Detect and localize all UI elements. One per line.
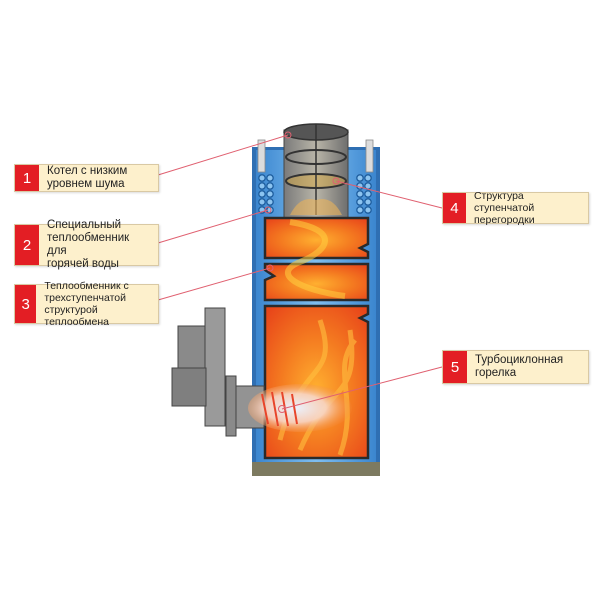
- callout-3: 3 Теплообменник с трехступенчатой структ…: [14, 280, 159, 328]
- callout-number: 5: [443, 351, 467, 383]
- coil-tubes-left: [258, 174, 274, 214]
- callout-number: 4: [443, 193, 466, 223]
- callout-number: 3: [15, 285, 37, 323]
- flue-smoke: [290, 199, 342, 215]
- callout-4: 4 Структура ступенчатой перегородки: [442, 190, 589, 226]
- leader-line-4: [335, 180, 443, 209]
- callout-text: Структура ступенчатой перегородки: [473, 190, 535, 226]
- callout-text: Специальный теплообменник для горячей во…: [47, 219, 130, 270]
- middle-fire-passage: [263, 262, 370, 302]
- burner-flange: [225, 375, 237, 437]
- pipe-left: [257, 139, 266, 173]
- callout-text: Теплообменник с трехступенчатой структур…: [44, 280, 129, 328]
- leader-lines: [157, 131, 443, 413]
- callout-text: Турбоциклонная горелка: [475, 354, 564, 379]
- base-plate: [252, 462, 380, 476]
- leader-line-3: [157, 267, 271, 301]
- leader-line-1: [157, 134, 289, 176]
- callout-number: 2: [15, 225, 39, 265]
- callout-2: 2 Специальный теплообменник для горячей …: [14, 219, 159, 270]
- callout-1: 1 Котел с низким уровнем шума: [14, 164, 159, 192]
- coil-tubes-right: [356, 174, 372, 214]
- callout-number: 1: [15, 165, 39, 191]
- pipe-right: [365, 139, 374, 173]
- burner-flame: [248, 384, 352, 432]
- leader-line-2: [157, 209, 269, 244]
- flame-swirl: [285, 219, 346, 299]
- burner-pump: [171, 367, 207, 407]
- leader-line-5: [281, 366, 443, 410]
- callout-text: Котел с низким уровнем шума: [47, 165, 128, 190]
- upper-fire-passage: [263, 216, 370, 260]
- callout-5: 5 Турбоциклонная горелка: [442, 350, 589, 384]
- burner-motor: [204, 307, 226, 427]
